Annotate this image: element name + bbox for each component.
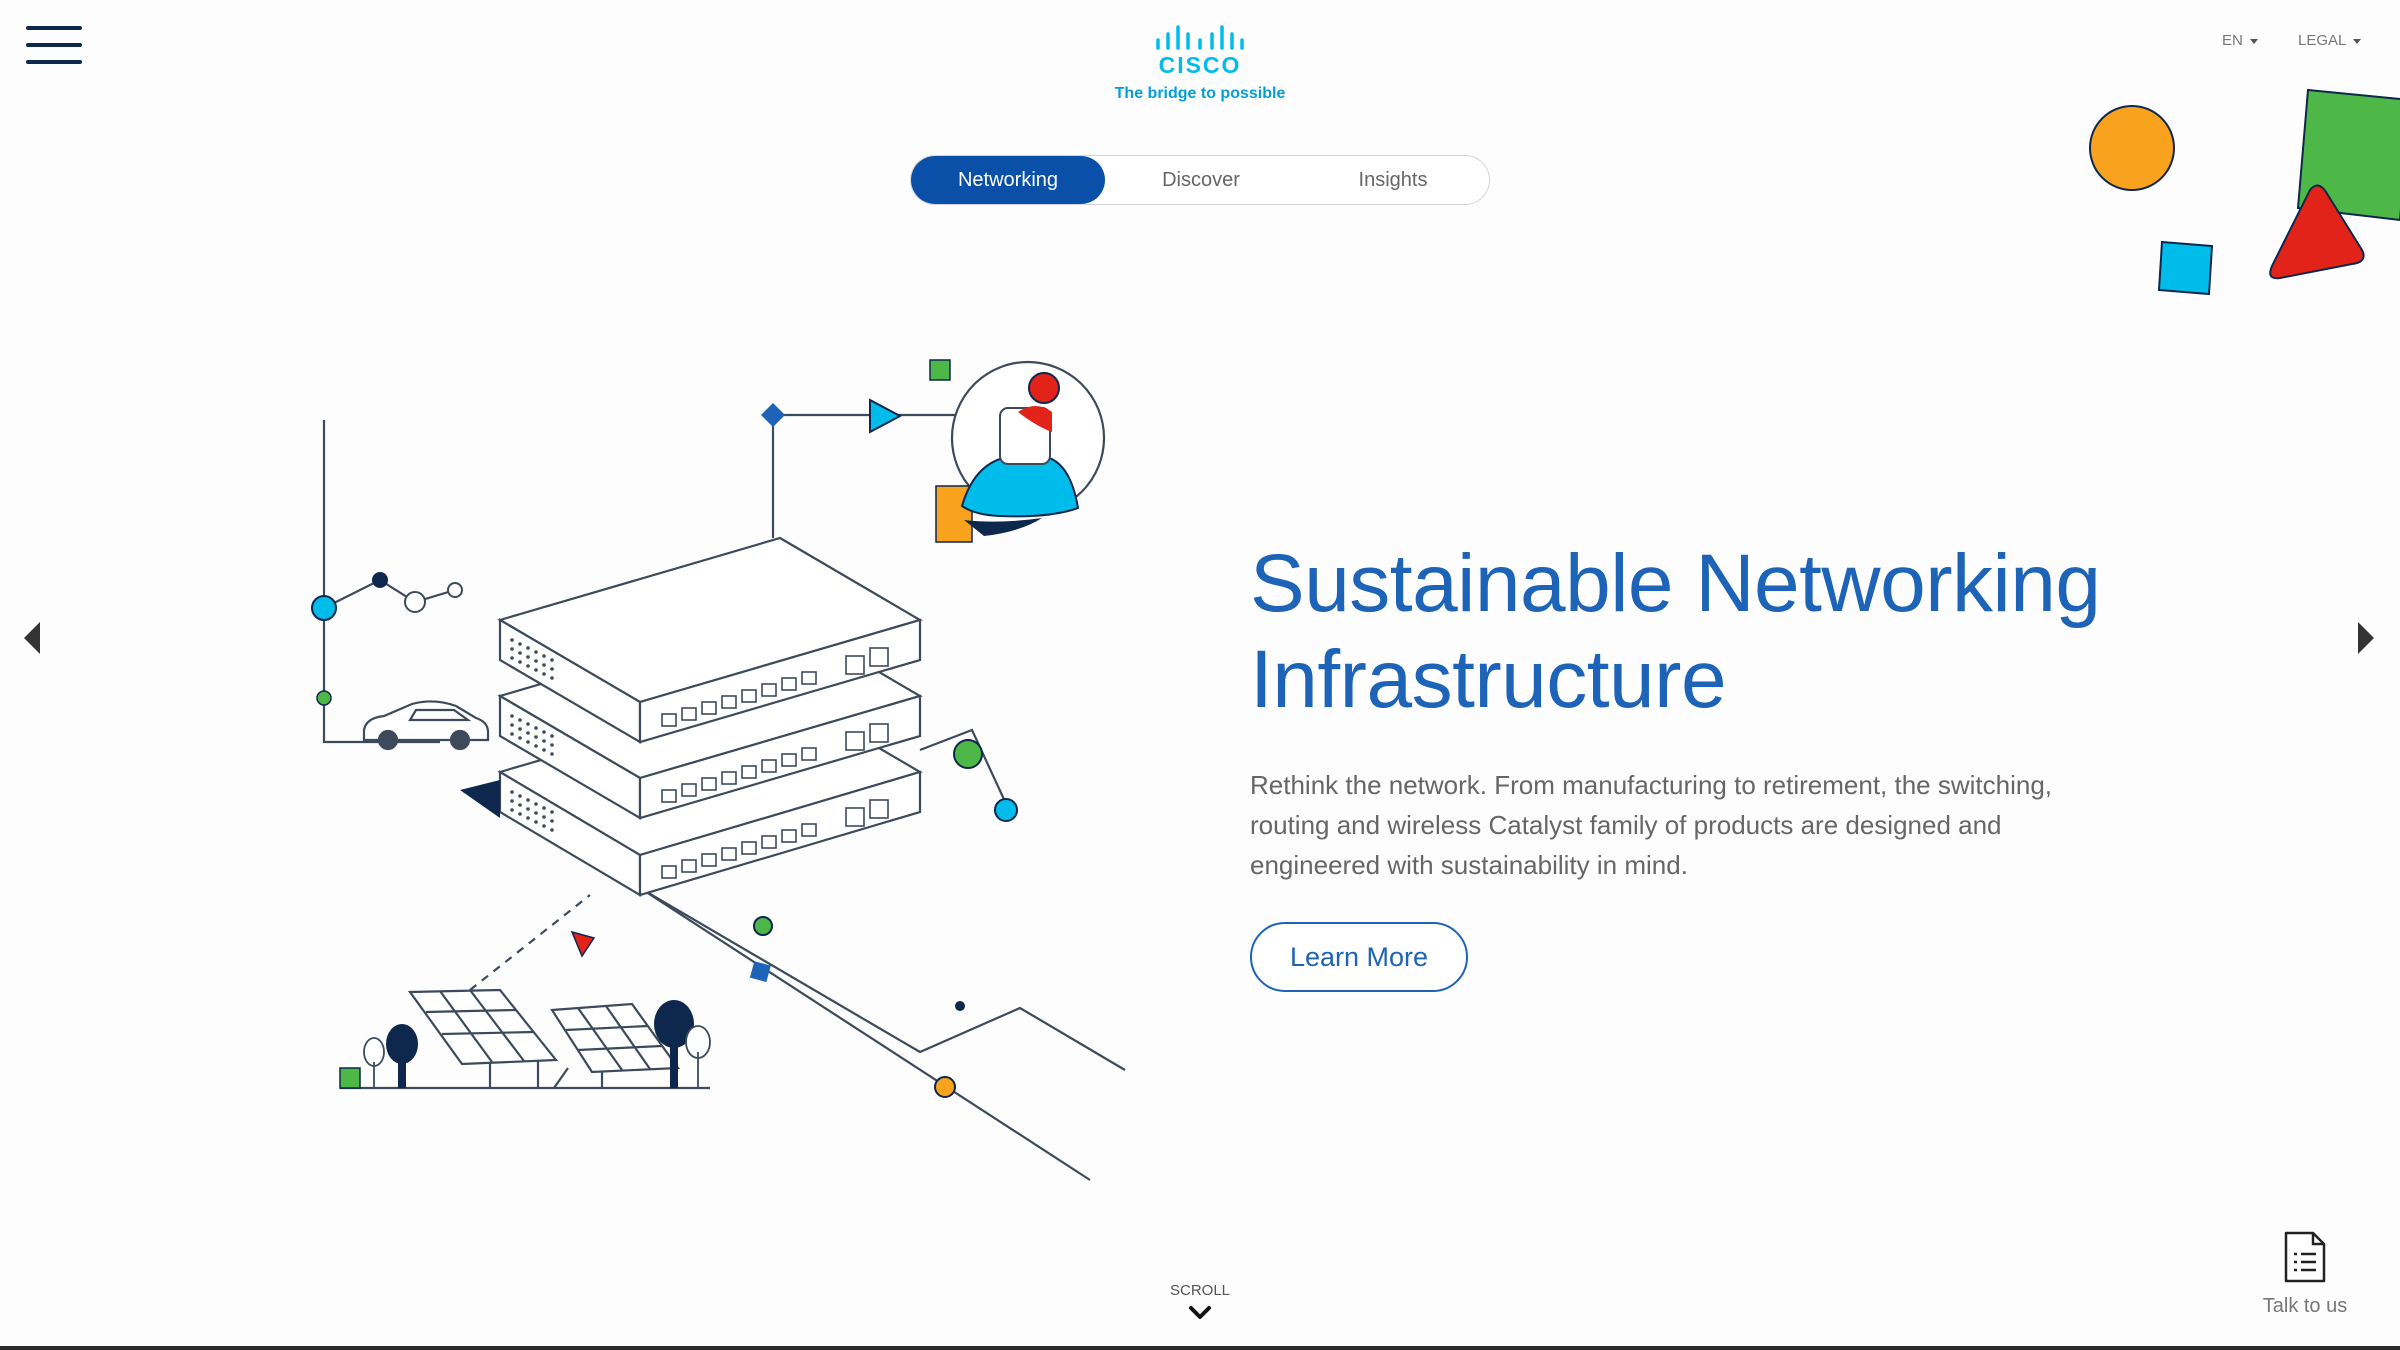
cisco-logo[interactable]: CISCO The bridge to possible	[1100, 24, 1300, 106]
tab-networking[interactable]: Networking	[911, 156, 1105, 204]
language-label: EN	[2222, 32, 2243, 49]
menu-button[interactable]	[26, 26, 82, 66]
legal-label: LEGAL	[2298, 32, 2347, 49]
talk-to-us-button[interactable]: Talk to us	[2240, 1230, 2370, 1318]
tab-insights[interactable]: Insights	[1358, 169, 1428, 191]
learn-more-button[interactable]: Learn More	[1250, 922, 1468, 992]
chevron-down-icon	[1189, 1306, 1211, 1319]
talk-to-us-label: Talk to us	[2262, 1295, 2348, 1317]
tab-discover[interactable]: Discover	[1162, 169, 1240, 191]
legal-dropdown[interactable]: LEGAL	[2298, 32, 2362, 49]
hero-title: Sustainable Networking Infrastructure	[1250, 536, 2210, 728]
scroll-label: SCROLL	[1169, 1282, 1231, 1299]
cisco-logo-icon	[1156, 25, 1244, 50]
menu-icon-bar	[26, 43, 82, 47]
decorative-shapes	[2089, 88, 2400, 296]
hero-description: Rethink the network. From manufacturing …	[1250, 770, 2053, 880]
caret-down-icon	[2249, 38, 2258, 44]
cyan-square-shape	[2157, 240, 2214, 296]
language-dropdown[interactable]: EN	[2222, 32, 2258, 49]
document-icon	[2284, 1231, 2326, 1283]
section-tabs: Networking Discover Insights	[910, 155, 1490, 205]
menu-icon-bar	[26, 26, 82, 30]
hero-title-line1: Sustainable Networking	[1250, 538, 2101, 629]
logo-wordmark: CISCO	[1158, 52, 1242, 78]
hero-title-line2: Infrastructure	[1250, 634, 1727, 725]
network-illustration	[311, 359, 1126, 1181]
caret-down-icon	[2353, 38, 2362, 44]
menu-icon-bar	[26, 60, 82, 64]
logo-tagline: The bridge to possible	[1114, 85, 1286, 102]
scroll-indicator[interactable]: SCROLL	[1150, 1282, 1250, 1321]
bottom-border	[0, 1346, 2400, 1350]
chevron-right-icon[interactable]	[2358, 622, 2374, 654]
red-triangle-shape	[2269, 184, 2365, 280]
orange-circle-shape	[2089, 105, 2175, 191]
chevron-left-icon[interactable]	[24, 622, 40, 654]
